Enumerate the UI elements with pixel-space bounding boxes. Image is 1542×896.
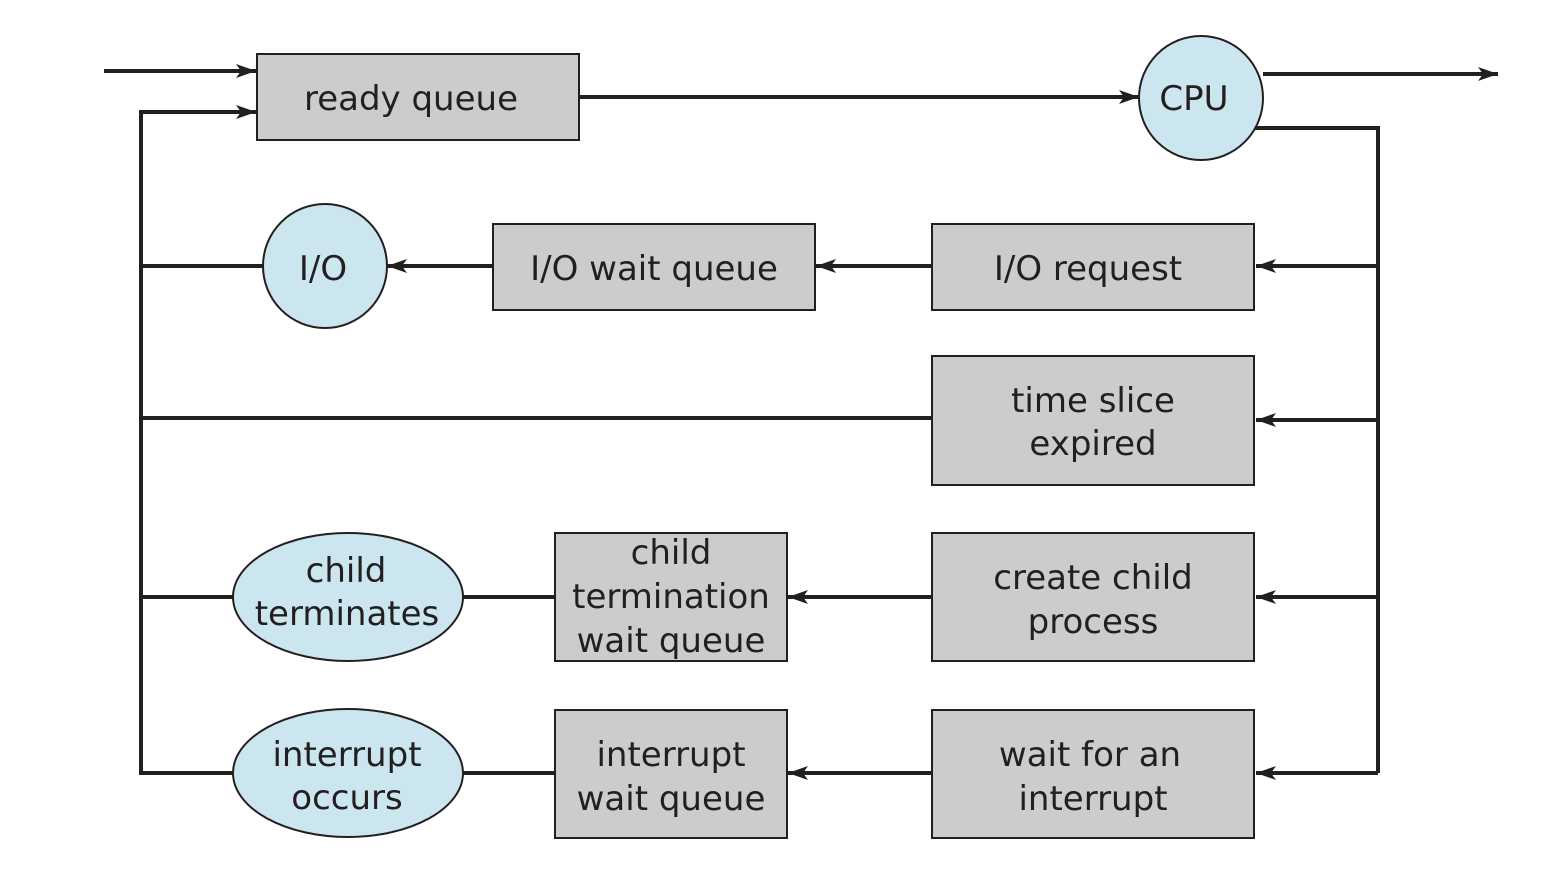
io-request-label: I/O request — [994, 249, 1182, 289]
child-terminates-label-line-2: terminates — [255, 594, 440, 634]
interrupt-occurs-node: interrupt occurs — [232, 708, 464, 838]
wait-interrupt-label-line-1: wait for an — [999, 735, 1181, 775]
connectors — [104, 64, 1498, 780]
create-child-label-line-2: process — [1028, 602, 1159, 642]
io-wait-queue-label: I/O wait queue — [530, 249, 778, 289]
cpu-label: CPU — [1159, 79, 1228, 119]
io-wait-queue-box: I/O wait queue — [492, 223, 816, 311]
child-wait-label-line-3: wait queue — [577, 621, 766, 661]
return-bus — [139, 105, 256, 775]
child-wait-label-line-1: child — [631, 533, 712, 573]
ready-queue-label: ready queue — [304, 79, 518, 119]
create-child-label-line-1: create child — [993, 558, 1192, 598]
io-request-box: I/O request — [931, 223, 1255, 311]
io-label: I/O — [299, 249, 347, 289]
interrupt-wait-queue-box: interrupt wait queue — [554, 709, 788, 839]
time-slice-expired-box: time slice expired — [931, 355, 1255, 486]
child-termination-wait-queue-box: child termination wait queue — [554, 532, 788, 662]
cpu-dispatch-bus — [1255, 126, 1380, 773]
interrupt-occurs-label-line-1: interrupt — [272, 735, 421, 775]
time-slice-label-line-1: time slice — [1011, 381, 1175, 421]
child-terminates-label-line-1: child — [306, 551, 387, 591]
create-child-process-box: create child process — [931, 532, 1255, 662]
child-terminates-node: child terminates — [232, 532, 464, 662]
interrupt-occurs-label-line-2: occurs — [291, 778, 402, 818]
io-node: I/O — [262, 203, 388, 329]
wait-for-interrupt-box: wait for an interrupt — [931, 709, 1255, 839]
ready-queue-box: ready queue — [256, 53, 580, 141]
wait-interrupt-label-line-2: interrupt — [1018, 779, 1167, 819]
interrupt-wait-label-line-1: interrupt — [596, 735, 745, 775]
interrupt-wait-label-line-2: wait queue — [577, 779, 766, 819]
time-slice-label-line-2: expired — [1029, 424, 1156, 464]
cpu-node: CPU — [1138, 35, 1264, 161]
child-wait-label-line-2: termination — [572, 577, 770, 617]
